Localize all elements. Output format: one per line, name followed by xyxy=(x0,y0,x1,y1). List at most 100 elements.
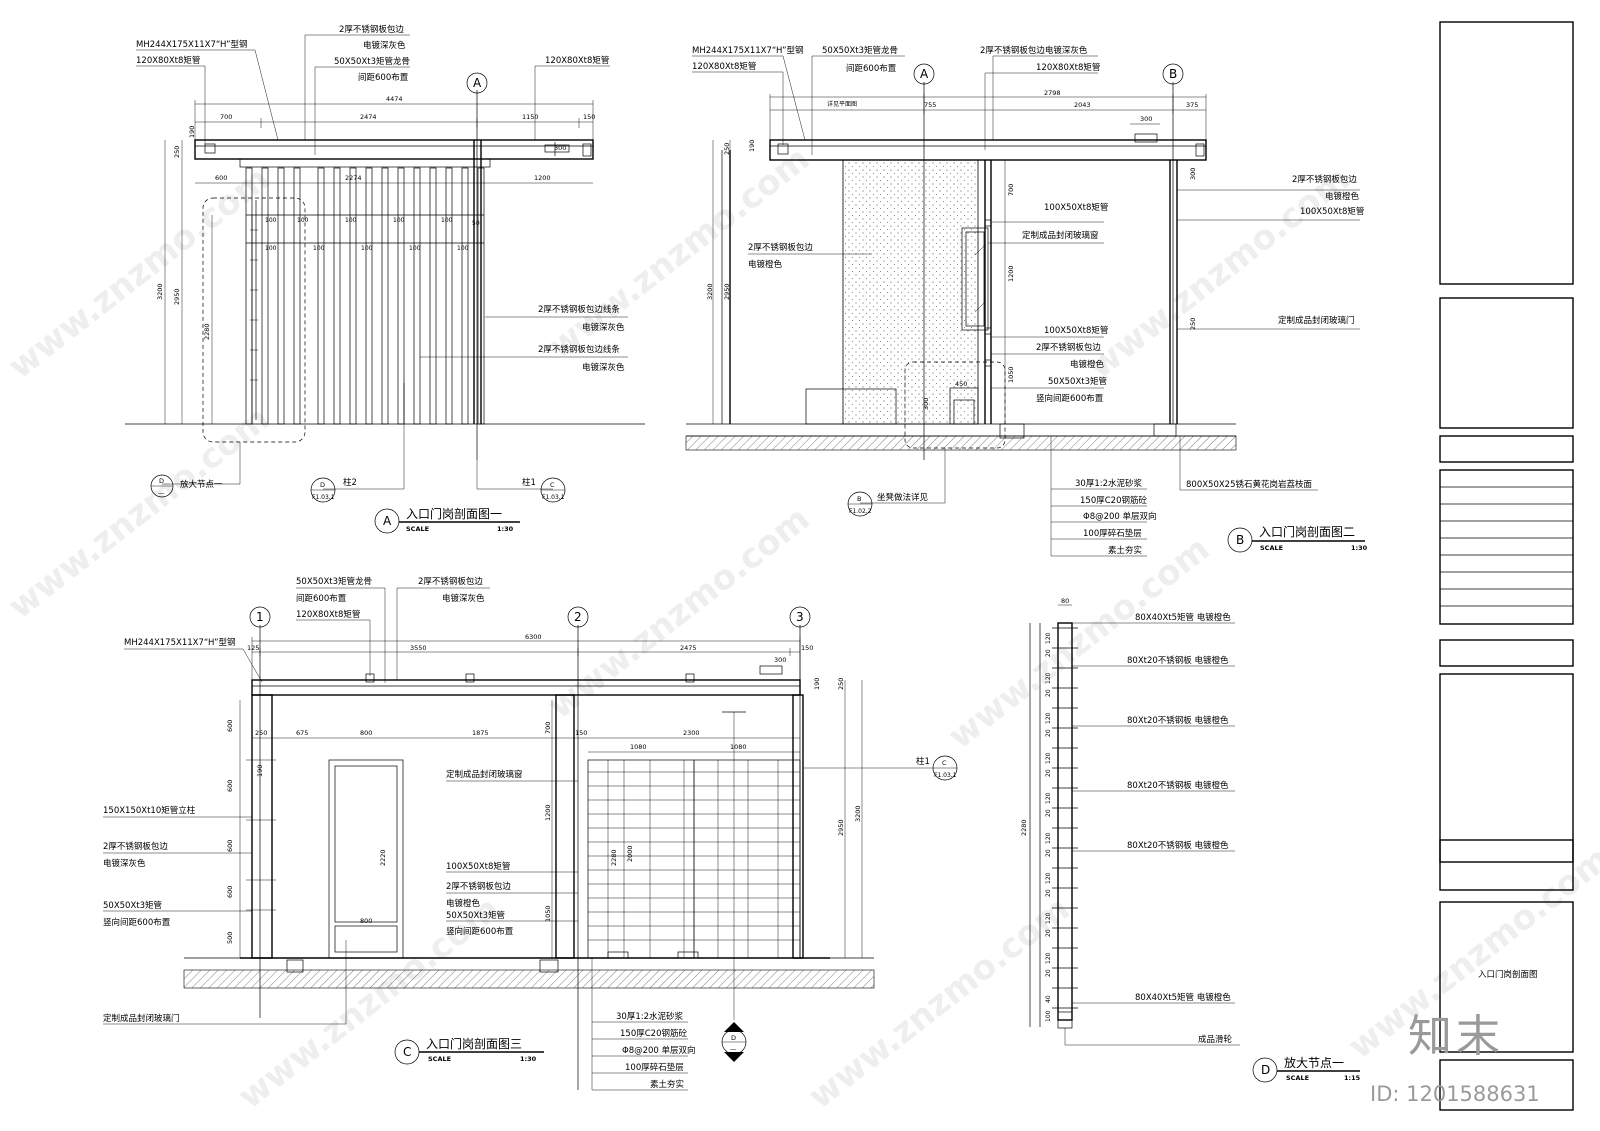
floor-layer: Φ8@200 单层双向 xyxy=(1083,511,1157,522)
dim-vertical: 2950 xyxy=(837,819,845,836)
scale-value: 1:30 xyxy=(497,525,514,533)
dim-label: 100 xyxy=(265,245,277,252)
column-1 xyxy=(251,694,273,959)
label-keel-3-spacing: 竖向间距600布置 xyxy=(446,926,514,937)
label-tube-120: 120X80Xt8矩管 xyxy=(296,609,360,620)
label-edge-steel: 2厚不锈钢板包边 xyxy=(339,24,404,35)
dim-label: 450 xyxy=(955,380,967,388)
dim-vertical: 600 xyxy=(226,886,234,898)
label-tube-100-1: 100X50Xt8矩管 xyxy=(1044,202,1108,213)
section-d-letter: D xyxy=(1261,1063,1270,1077)
dim-seg: 150 xyxy=(801,644,813,652)
dim-label: 100 xyxy=(361,245,373,252)
dim-label: 20 xyxy=(1045,689,1052,697)
label-plan-note: 详见平面图 xyxy=(827,100,857,108)
dim-label: 120 xyxy=(1045,712,1052,724)
label-bottom-tube: 80X40Xt5矩管 电镀橙色 xyxy=(1135,992,1231,1003)
scale-value: 1:30 xyxy=(520,1055,537,1063)
stone-wall-panel xyxy=(842,159,979,425)
label-col-150: 150X150Xt10矩管立柱 xyxy=(103,805,196,816)
dim-label: 120 xyxy=(1045,912,1052,924)
label-spacing: 间距600布置 xyxy=(846,63,897,74)
label-h-steel: MH244X175X11X7“H”型钢 xyxy=(124,637,236,648)
dim-top-total: 6300 xyxy=(525,633,542,641)
floor-layer: 150厚C20钢筋砼 xyxy=(620,1028,687,1039)
dim-vertical: 2280 xyxy=(203,323,211,340)
title-block: 入口门岗剖面图 xyxy=(1439,21,1574,1111)
label-dark-grey: 电镀深灰色 xyxy=(363,40,406,51)
glass-window xyxy=(961,227,989,331)
section-d: 80 2280 120 20 120 2 xyxy=(1020,597,1361,1083)
dim-vertical: 1050 xyxy=(544,905,552,922)
section-b-title-bubble xyxy=(1227,527,1253,553)
dim-seg: 2475 xyxy=(680,644,697,652)
label-edge-dark: 2厚不锈钢板包边电镀深灰色 xyxy=(980,45,1088,56)
label-plate: 80Xt20不锈钢板 电镀橙色 xyxy=(1127,655,1229,666)
dim-label: 80 xyxy=(1061,597,1069,605)
label-dark-grey: 电镀深灰色 xyxy=(442,593,485,604)
dim-vertical: 250 xyxy=(173,146,181,158)
dim-vertical: 250 xyxy=(1189,318,1197,330)
ref-letter: D xyxy=(320,481,325,489)
label-tube-120: 120X80Xt8矩管 xyxy=(136,55,200,66)
label-tube-120-right: 120X80Xt8矩管 xyxy=(545,55,609,66)
label-orange-left: 电镀橙色 xyxy=(748,259,783,270)
ref-letter: D xyxy=(731,1034,736,1042)
dim-seg: 2474 xyxy=(360,113,377,121)
dim-vertical: 300 xyxy=(922,398,930,410)
dim-top-total: 4474 xyxy=(386,95,403,103)
section-b: A B 2798 755 2043 375 300 详 xyxy=(685,45,1368,557)
floor-layer: 30厚1:2水泥砂浆 xyxy=(1075,478,1142,489)
axis-label-a: A xyxy=(920,67,929,81)
axis-label-b: B xyxy=(1169,67,1177,81)
axis-label-2: 2 xyxy=(574,610,582,624)
label-col1: 柱1 xyxy=(916,756,930,767)
dim-label: 20 xyxy=(1045,809,1052,817)
floor-layer: 素土夯实 xyxy=(650,1079,684,1090)
label-tube-120: 120X80Xt8矩管 xyxy=(692,61,756,72)
scale-label: SCALE xyxy=(406,525,429,533)
label-trim-2: 2厚不锈钢板包边线条 xyxy=(538,344,620,355)
scale-label: SCALE xyxy=(1286,1074,1309,1082)
label-col1: 柱1 xyxy=(522,477,536,488)
dim-vertical: 3200 xyxy=(706,283,714,300)
watermark-text: www.znzmo.com xyxy=(801,889,1077,1117)
label-edge-orange-2: 2厚不锈钢板包边 xyxy=(1036,342,1101,353)
label-keel: 50X50Xt3矩管龙骨 xyxy=(822,45,898,56)
axis-label-3: 3 xyxy=(796,610,804,624)
dim-vertical: 190 xyxy=(188,126,196,138)
dim-vertical: 700 xyxy=(544,722,552,734)
axis-label-1: 1 xyxy=(256,610,264,624)
dim-label: 20 xyxy=(1045,769,1052,777)
label-plate: 80Xt20不锈钢板 电镀橙色 xyxy=(1127,780,1229,791)
dim-sub: 250 xyxy=(255,729,267,737)
label-trim-1-color: 电镀深灰色 xyxy=(582,322,625,333)
dim-label: 120 xyxy=(1045,832,1052,844)
floor-layer: Φ8@200 单层双向 xyxy=(622,1045,696,1056)
dim-seg: 2043 xyxy=(1074,101,1091,109)
label-keel-2-spacing: 竖向间距600布置 xyxy=(1036,393,1104,404)
title-block-drawing-name: 入口门岗剖面图 xyxy=(1478,969,1538,980)
label-door: 定制成品封闭玻璃门 xyxy=(103,1013,180,1024)
label-keel-3: 50X50Xt3矩管 xyxy=(446,910,505,921)
dim-vertical: 2280 xyxy=(610,849,618,866)
dim-sub: 800 xyxy=(360,729,372,737)
dim-label: 20 xyxy=(1045,849,1052,857)
dim-vertical: 2280 xyxy=(1020,819,1028,836)
ref-letter: C xyxy=(550,481,555,489)
label-keel: 50X50Xt3矩管龙骨 xyxy=(334,56,410,67)
dim-seg: 1150 xyxy=(522,113,539,121)
label-window: 定制成品封闭玻璃窗 xyxy=(1022,230,1099,241)
seat-bench xyxy=(805,388,897,425)
dim-vertical: 2000 xyxy=(626,845,634,862)
dim-label: 100 xyxy=(441,217,453,224)
axis-bubble-3 xyxy=(789,606,811,628)
gate-profile xyxy=(1057,622,1073,1021)
dim-vertical: 2220 xyxy=(379,849,387,866)
label-door: 定制成品封闭玻璃门 xyxy=(1278,315,1355,326)
section-a-title-bubble xyxy=(374,508,400,534)
dim-vertical: 190 xyxy=(748,140,756,152)
dim-vertical: 190 xyxy=(256,765,264,777)
floor-layer: 素土夯实 xyxy=(1108,545,1142,556)
dim-label: 100 xyxy=(297,217,309,224)
